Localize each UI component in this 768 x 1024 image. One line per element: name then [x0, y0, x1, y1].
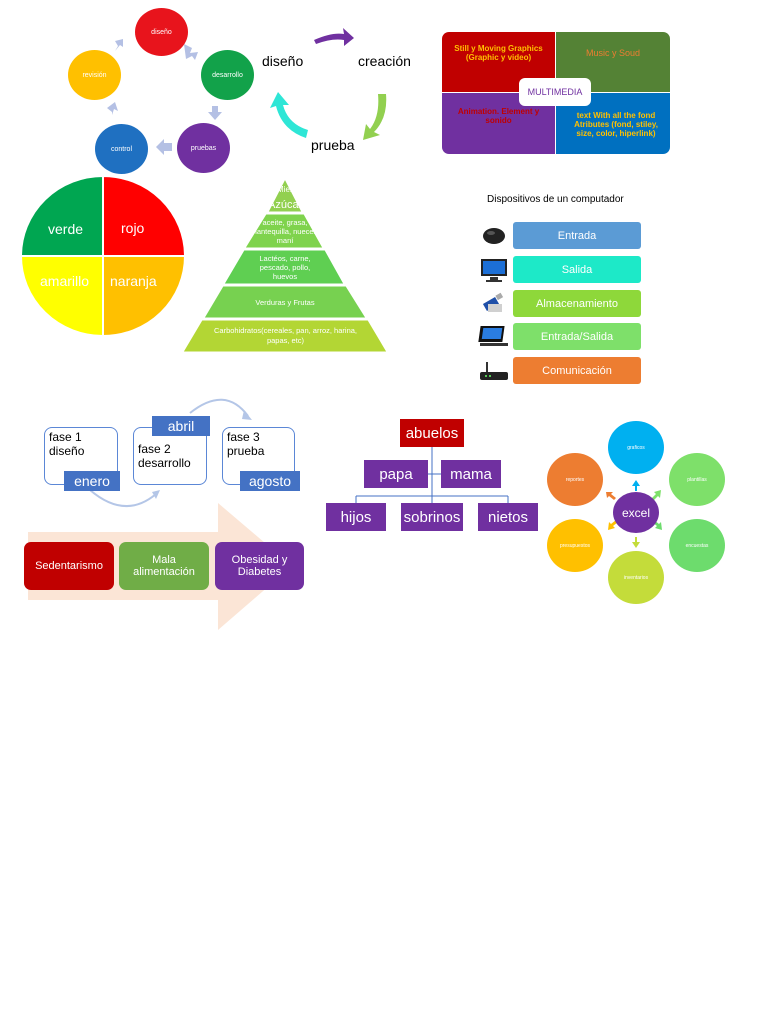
multimedia-quadrant-graphics: Still y Moving Graphics (Graphic y video…: [442, 32, 555, 92]
phase-text-3: fase 3 prueba: [227, 430, 265, 458]
cycle-arrow-1: [184, 44, 198, 60]
excel-arrow-up: [632, 480, 640, 491]
monitor-icon: [481, 259, 507, 282]
tree-node-grandparents: abuelos: [400, 419, 464, 447]
tree-node-nephews: sobrinos: [401, 503, 463, 531]
excel-node-graphs: graficos: [608, 421, 664, 474]
excel-node-budgets: presupuestos: [547, 519, 603, 572]
wheel-segment-yellow: [19, 255, 104, 338]
cycle-arrow-2: [208, 106, 222, 120]
wheel-label-orange: naranja: [110, 273, 157, 289]
device-input: Entrada: [513, 222, 641, 249]
tree-node-dad: papa: [364, 460, 428, 488]
cycle-arrow-4: [107, 102, 118, 115]
excel-node-templates: plantillas: [669, 453, 725, 506]
router-icon: [480, 362, 508, 380]
pyramid-text-sugar: Azúcar: [268, 199, 303, 211]
month-august: agosto: [240, 471, 300, 491]
cycle2-word-test: prueba: [311, 137, 355, 153]
tree-node-children: hijos: [326, 503, 386, 531]
cycle-node-control: control: [95, 124, 148, 174]
device-output: Salida: [513, 256, 641, 283]
devices-title: Dispositivos de un computador: [487, 194, 624, 205]
usb-drive-icon: [482, 292, 504, 312]
process-step-obesity: Obesidad y Diabetes: [215, 542, 304, 590]
pyramid-text-carbs: Carbohidratos(cereales, pan, arroz, hari…: [214, 326, 357, 345]
cycle-node-design: diseño: [135, 8, 188, 56]
tree-node-mom: mama: [441, 460, 501, 488]
excel-node-inventories: inventarios: [608, 551, 664, 604]
wheel-label-green: verde: [48, 221, 84, 237]
tree-node-grandchildren: nietos: [478, 503, 538, 531]
pyramid-text-dairy: Lactéos, carne, pescado, pollo, huevos: [259, 253, 311, 281]
cycle-arrow-5: [115, 39, 123, 51]
cycle-node-development: desarrollo: [201, 50, 254, 100]
pyramid-level-sugar: [267, 177, 303, 213]
arrow-test-to-design: [270, 92, 308, 138]
pyramid-text-honey: Miel: [277, 185, 292, 194]
device-communication: Comunicación: [513, 357, 641, 384]
wheel-label-red: rojo: [121, 220, 145, 236]
excel-arrow-down: [632, 537, 640, 548]
pyramid-level-fats: [244, 213, 324, 249]
arrow-creation-to-test: [363, 94, 387, 140]
wheel-label-yellow: amarillo: [40, 273, 90, 289]
cycle-node-review: revisión: [68, 50, 121, 100]
excel-node-surveys: encuestas: [669, 519, 725, 572]
tablet-icon: [478, 326, 508, 346]
pyramid-text-vegetables: Verduras y Frutas: [255, 297, 315, 307]
cycle-node-tests: pruebas: [177, 123, 230, 173]
device-storage: Almacenamiento: [513, 290, 641, 317]
month-january: enero: [64, 471, 120, 491]
phase-text-1: fase 1 diseño: [49, 430, 85, 458]
timeline-arc-bottom-head: [152, 490, 160, 499]
pyramid-level-carbs: [182, 319, 388, 353]
phase-text-2: fase 2 desarrollo: [138, 442, 191, 470]
timeline-arc-bottom: [89, 489, 157, 508]
process-step-sedentary: Sedentarismo: [24, 542, 114, 590]
process-step-bad-diet: Mala alimentación: [119, 542, 209, 590]
device-input-output: Entrada/Salida: [513, 323, 641, 350]
cycle2-word-creation: creación: [358, 53, 411, 69]
pyramid-level-vegetables: [203, 285, 367, 319]
tree-line-level3: [355, 495, 509, 503]
excel-arrow-upleft: [606, 492, 616, 500]
multimedia-center: MULTIMEDIA: [519, 78, 591, 106]
pyramid-level-dairy: [223, 249, 345, 285]
multimedia-matrix: Still y Moving Graphics (Graphic y video…: [442, 32, 670, 154]
wheel-segment-green: [19, 174, 104, 257]
timeline-arc-top: [189, 398, 249, 417]
cycle2-word-design: diseño: [262, 53, 304, 69]
wheel-segment-red: [102, 174, 187, 257]
mouse-icon: [483, 228, 505, 244]
excel-center: excel: [613, 492, 659, 533]
excel-arrow-upright: [652, 490, 661, 500]
wheel-segment-orange: [102, 255, 187, 338]
cycle-arrow-3: [156, 139, 172, 155]
month-april: abril: [152, 416, 210, 436]
timeline-arc-top-head: [242, 410, 252, 420]
arrow-design-to-creation: [314, 28, 354, 46]
pyramid-text-fats: aceite, grasa, mantequilla, nueces, maní: [250, 217, 320, 245]
excel-node-reports: reportes: [547, 453, 603, 506]
